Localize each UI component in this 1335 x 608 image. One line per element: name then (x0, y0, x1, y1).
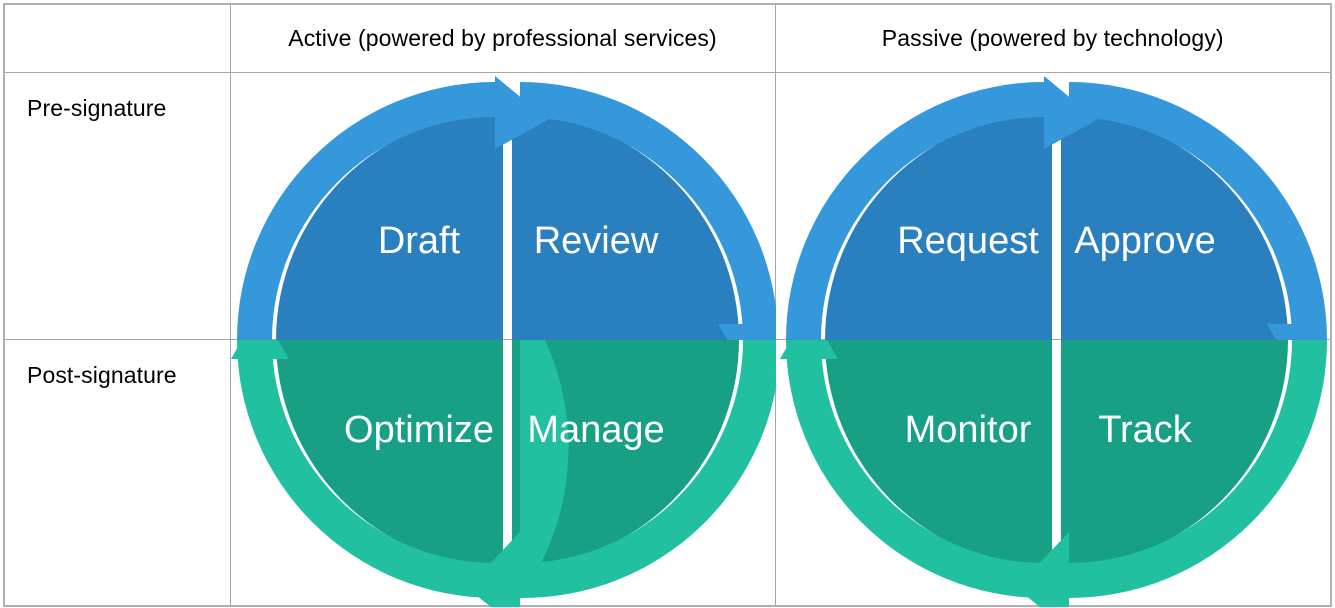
wedge-review[interactable] (511, 112, 739, 340)
corner-cell (3, 3, 231, 73)
active-bottom-half-svg: Optimize Manage (230, 339, 776, 607)
arrowhead-approve-end (1266, 323, 1327, 340)
column-header-passive-label: Passive (powered by technology) (881, 24, 1224, 51)
column-header-active: Active (powered by professional services… (229, 3, 776, 73)
cell-active-pre-signature: Draft Review (229, 71, 776, 340)
row-header-post-signature: Post-signature (3, 338, 231, 607)
arc-manage (519, 339, 776, 598)
cell-passive-post-signature: Monitor Track (774, 338, 1332, 607)
arc-draft (236, 81, 495, 340)
stage-label-draft: Draft (377, 220, 460, 262)
wedge-manage[interactable] (511, 339, 739, 567)
arrowhead-review-end (717, 323, 776, 340)
wedge-track[interactable] (1060, 339, 1288, 567)
passive-bottom-half-svg: Monitor Track (779, 339, 1327, 607)
arrowhead-draft-to-review (494, 75, 548, 149)
arc-monitor (785, 339, 1044, 598)
active-pre-diagram: Draft Review (231, 73, 776, 340)
passive-pre-diagram: Request Approve (776, 73, 1331, 340)
arc-review (519, 81, 776, 340)
arc-approve (1068, 81, 1327, 340)
corner-label (5, 5, 230, 72)
arrowhead-request-to-approve (1043, 75, 1097, 149)
row-header-pre-signature: Pre-signature (3, 71, 231, 340)
wedge-request[interactable] (824, 112, 1052, 340)
arc-manage-outer (519, 339, 776, 598)
passive-top-half-svg: Request Approve (785, 75, 1327, 340)
table-row: Pre-signature (3, 71, 1332, 340)
wedge-monitor[interactable] (824, 339, 1052, 567)
cell-passive-pre-signature: Request Approve (774, 71, 1332, 340)
stage-label-review: Review (533, 220, 658, 262)
row-header-post-signature-label: Post-signature (27, 361, 177, 388)
row-header-pre-signature-label: Pre-signature (27, 94, 167, 121)
cell-active-post-signature: Optimize Manage (229, 338, 776, 607)
arc-track (1068, 339, 1327, 598)
arrowhead-track-to-monitor (1015, 531, 1069, 607)
wedge-optimize[interactable] (275, 339, 503, 567)
column-header-active-label: Active (powered by professional services… (288, 24, 717, 51)
stage-label-request: Request (897, 220, 1039, 262)
stage-label-optimize: Optimize (344, 409, 494, 451)
active-post-diagram: Optimize Manage (230, 339, 776, 607)
arrowhead-monitor-end (779, 339, 838, 359)
stage-label-track: Track (1098, 409, 1193, 451)
arrowhead-manage-to-optimize (466, 531, 520, 607)
stage-label-manage: Manage (527, 409, 664, 451)
wedge-draft[interactable] (275, 112, 503, 340)
column-header-passive: Passive (powered by technology) (774, 3, 1332, 73)
active-top-half-svg: Draft Review (236, 75, 776, 340)
lifecycle-matrix-table: Active (powered by professional services… (3, 3, 1332, 607)
table-row: Post-signature Optimize (3, 338, 1332, 607)
arc-optimize (236, 339, 495, 598)
wedge-approve[interactable] (1060, 112, 1288, 340)
arrowhead-optimize-end (230, 339, 289, 359)
stage-label-monitor: Monitor (904, 409, 1031, 451)
stage-label-approve: Approve (1074, 220, 1216, 262)
passive-post-diagram: Monitor Track (776, 339, 1331, 607)
arc-request (785, 81, 1044, 340)
table-header-row: Active (powered by professional services… (3, 3, 1332, 73)
